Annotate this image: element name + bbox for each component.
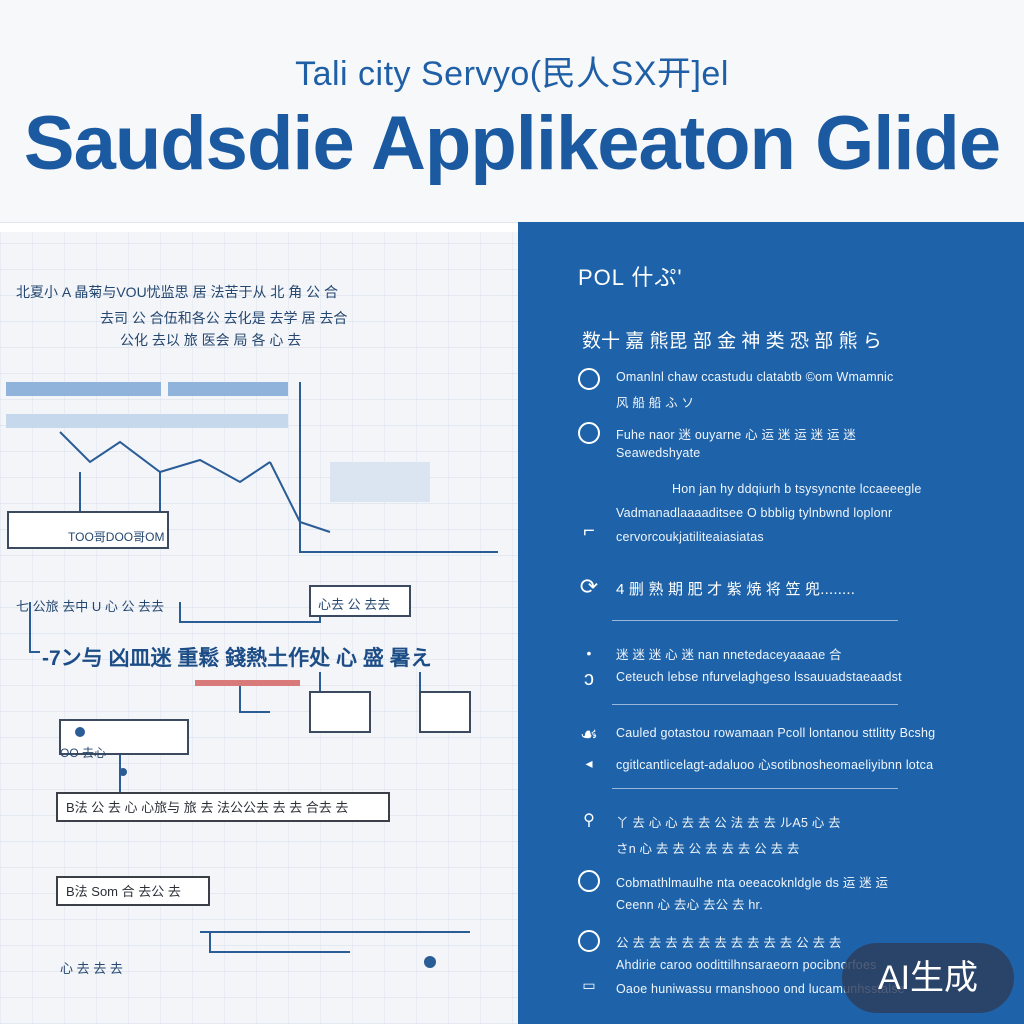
info-item-line: Omanlnl chaw ccastudu clatabtb ©om Wmamn… — [616, 370, 894, 384]
info-item-line: Hon jan hy ddqiurh b tsysyncnte lccaeeeg… — [672, 482, 922, 496]
diagram-footer-label: 心 去 去 去 — [60, 961, 123, 976]
divider — [612, 788, 898, 789]
info-item-line: 公 去 去 去 去 去 去 去 去 去 去 公 去 去 — [616, 936, 842, 950]
hook-icon: ⌐ — [583, 520, 595, 542]
circle-icon — [578, 422, 600, 444]
info-item-line: Ceteuch lebse nfurvelaghgeso lssauuadsta… — [616, 670, 902, 684]
info-item-line: Fuhe naor 迷 ouyarne 心 运 迷 运 迷 运 迷 — [616, 428, 857, 442]
left-diagram-panel: 北夏小 A 晶菊与VOU忧监思 居 法苦于从 北 角 公 合 去司 公 合伍和各… — [0, 232, 519, 1024]
pin-icon: ⚲ — [583, 812, 595, 829]
circle-icon — [578, 930, 600, 952]
info-item-line: Ahdirie caroo oodittilhnsaraeorn pocibno… — [616, 958, 877, 972]
leaf-icon: ☙ — [580, 724, 598, 746]
card-icon: ▭ — [582, 977, 596, 993]
right-info-panel: POL 什ぷ' 数十 嘉 熊毘 部 金 神 类 恐 部 熊 ら Omanlnl … — [518, 222, 1024, 1024]
info-item-line: 4 删 熟 期 肥 才 紫 焼 将 笠 兜........ — [616, 581, 856, 598]
diagram-section-a: 七 公旅 去中 U 心 公 去去 — [16, 599, 165, 614]
ai-generated-badge: AI生成 — [842, 943, 1014, 1013]
circle-icon — [578, 368, 600, 390]
page-title: Saudsdie Applikeaton Glide — [23, 101, 1001, 186]
info-item-line: Seawedshyate — [616, 446, 701, 460]
info-item-line: cgitlcantlicelagt-adaluoo 心sotibnosheoma… — [616, 758, 934, 772]
diagram-box-label: TOO哥DOO哥OM — [68, 530, 165, 544]
diagram-heading-line2: 去司 公 合伍和各公 去化是 去学 居 去合 — [100, 310, 348, 326]
hook-icon: ɔ — [584, 668, 594, 690]
panel-subheading: 数十 嘉 熊毘 部 金 神 类 恐 部 熊 ら — [582, 331, 882, 352]
info-item-line: Cauled gotastou rowamaan Pcoll lontanou … — [616, 726, 936, 740]
divider — [612, 620, 898, 621]
flow-diagram — [7, 382, 498, 968]
info-item-line: cervorcoukjatiliteaiasiatas — [616, 530, 764, 544]
diagram-list-box: B法 公 去 心 心旅与 旅 去 法公公去 去 去 合去 去 — [56, 792, 390, 822]
info-item-line: Ceenn 心 去心 去公 去 hr. — [616, 898, 763, 912]
info-item-line: Vadmanadlaaaaditsee O bbblig tylnbwnd lo… — [616, 506, 893, 520]
diagram-band — [6, 414, 288, 428]
diagram-heading-line1: 北夏小 A 晶菊与VOU忧监思 居 法苦于从 北 角 公 合 — [16, 284, 339, 300]
diagram-small-label: OO 去心 — [60, 746, 107, 760]
diagram-section-b: 心去 公 去去 — [318, 597, 391, 612]
info-item-line: さn 心 去 去 公 去 去 去 公 去 去 — [616, 842, 800, 856]
dot-icon: ◂ — [585, 755, 593, 771]
info-item-line: Cobmathlmaulhe nta oeeacoknldgle ds 运 迷 … — [616, 876, 889, 890]
panel-heading: POL 什ぷ' — [578, 265, 683, 290]
info-item-line: 风 船 船 ふ ソ — [616, 396, 695, 410]
diagram-band — [6, 382, 161, 396]
diagram-step-title: -7ン与 凶皿迷 重鬆 錢熱土作处 心 盛 暑え — [42, 647, 432, 670]
divider — [612, 704, 898, 705]
info-item-line: Oaoe huniwassu rmanshooo ond lucamunhsst… — [616, 982, 905, 996]
header: Tali city Servyo(民人SX开]el Saudsdie Appli… — [0, 0, 1024, 223]
info-item-line: 迷 迷 迷 心 迷 nan nnetedaceyaaaae 合 — [616, 648, 842, 662]
diagram-heading-line3: 公化 去以 旅 医会 局 各 心 去 — [120, 332, 302, 348]
refresh-icon: ⟳ — [579, 574, 599, 599]
circle-icon — [578, 870, 600, 892]
dot-icon: • — [586, 645, 592, 661]
diagram-band — [168, 382, 288, 396]
diagram-list-box: B法 Som 合 去公 去 — [56, 876, 210, 906]
page-subtitle: Tali city Servyo(民人SX开]el — [295, 55, 729, 93]
info-item-line: 丫 去 心 心 去 去 公 法 去 去 ルA5 心 去 — [616, 816, 841, 830]
